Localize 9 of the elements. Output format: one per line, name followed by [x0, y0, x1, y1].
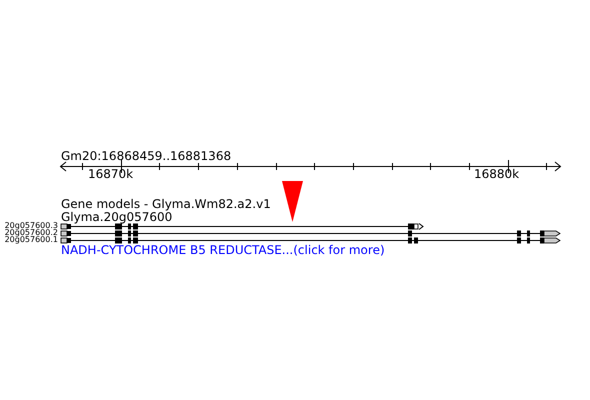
gene-name: Glyma.20g057600 [61, 211, 172, 223]
track-title: Gene models - Glyma.Wm82.a2.v1 [61, 198, 271, 210]
gene-description-link: NADH-CYTOCHROME B5 REDUCTASE...(click for more) [61, 244, 385, 256]
tick-label: 16870k [88, 168, 134, 180]
tick-label: 16880k [474, 168, 520, 180]
transcript-label: 20g057600.3 [4, 222, 58, 230]
transcript-label: 20g057600.2 [4, 229, 58, 237]
transcript-label: 20g057600.1 [4, 236, 58, 244]
ruler-title: Gm20:16868459..16881368 [61, 150, 232, 162]
